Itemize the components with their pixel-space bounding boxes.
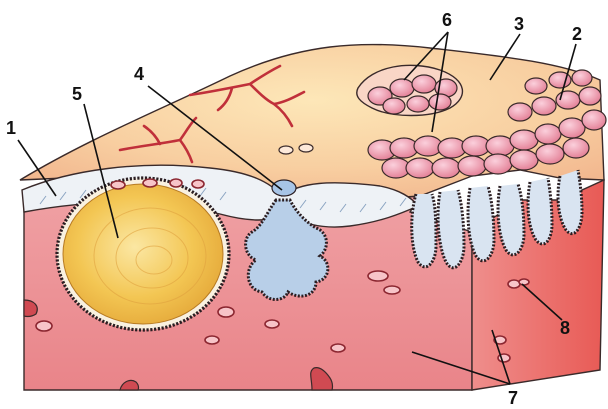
label-8: 8: [560, 318, 570, 338]
label-3: 3: [514, 14, 524, 34]
surface-oval: [279, 146, 293, 154]
follicle: [63, 184, 223, 324]
label-7: 7: [508, 388, 518, 408]
label-5: 5: [72, 84, 82, 104]
label-1: 1: [6, 118, 16, 138]
surface-oval: [299, 144, 313, 152]
label-2: 2: [572, 24, 582, 44]
label-4: 4: [134, 64, 144, 84]
label-6: 6: [442, 10, 452, 30]
gland-opening: [272, 180, 296, 196]
